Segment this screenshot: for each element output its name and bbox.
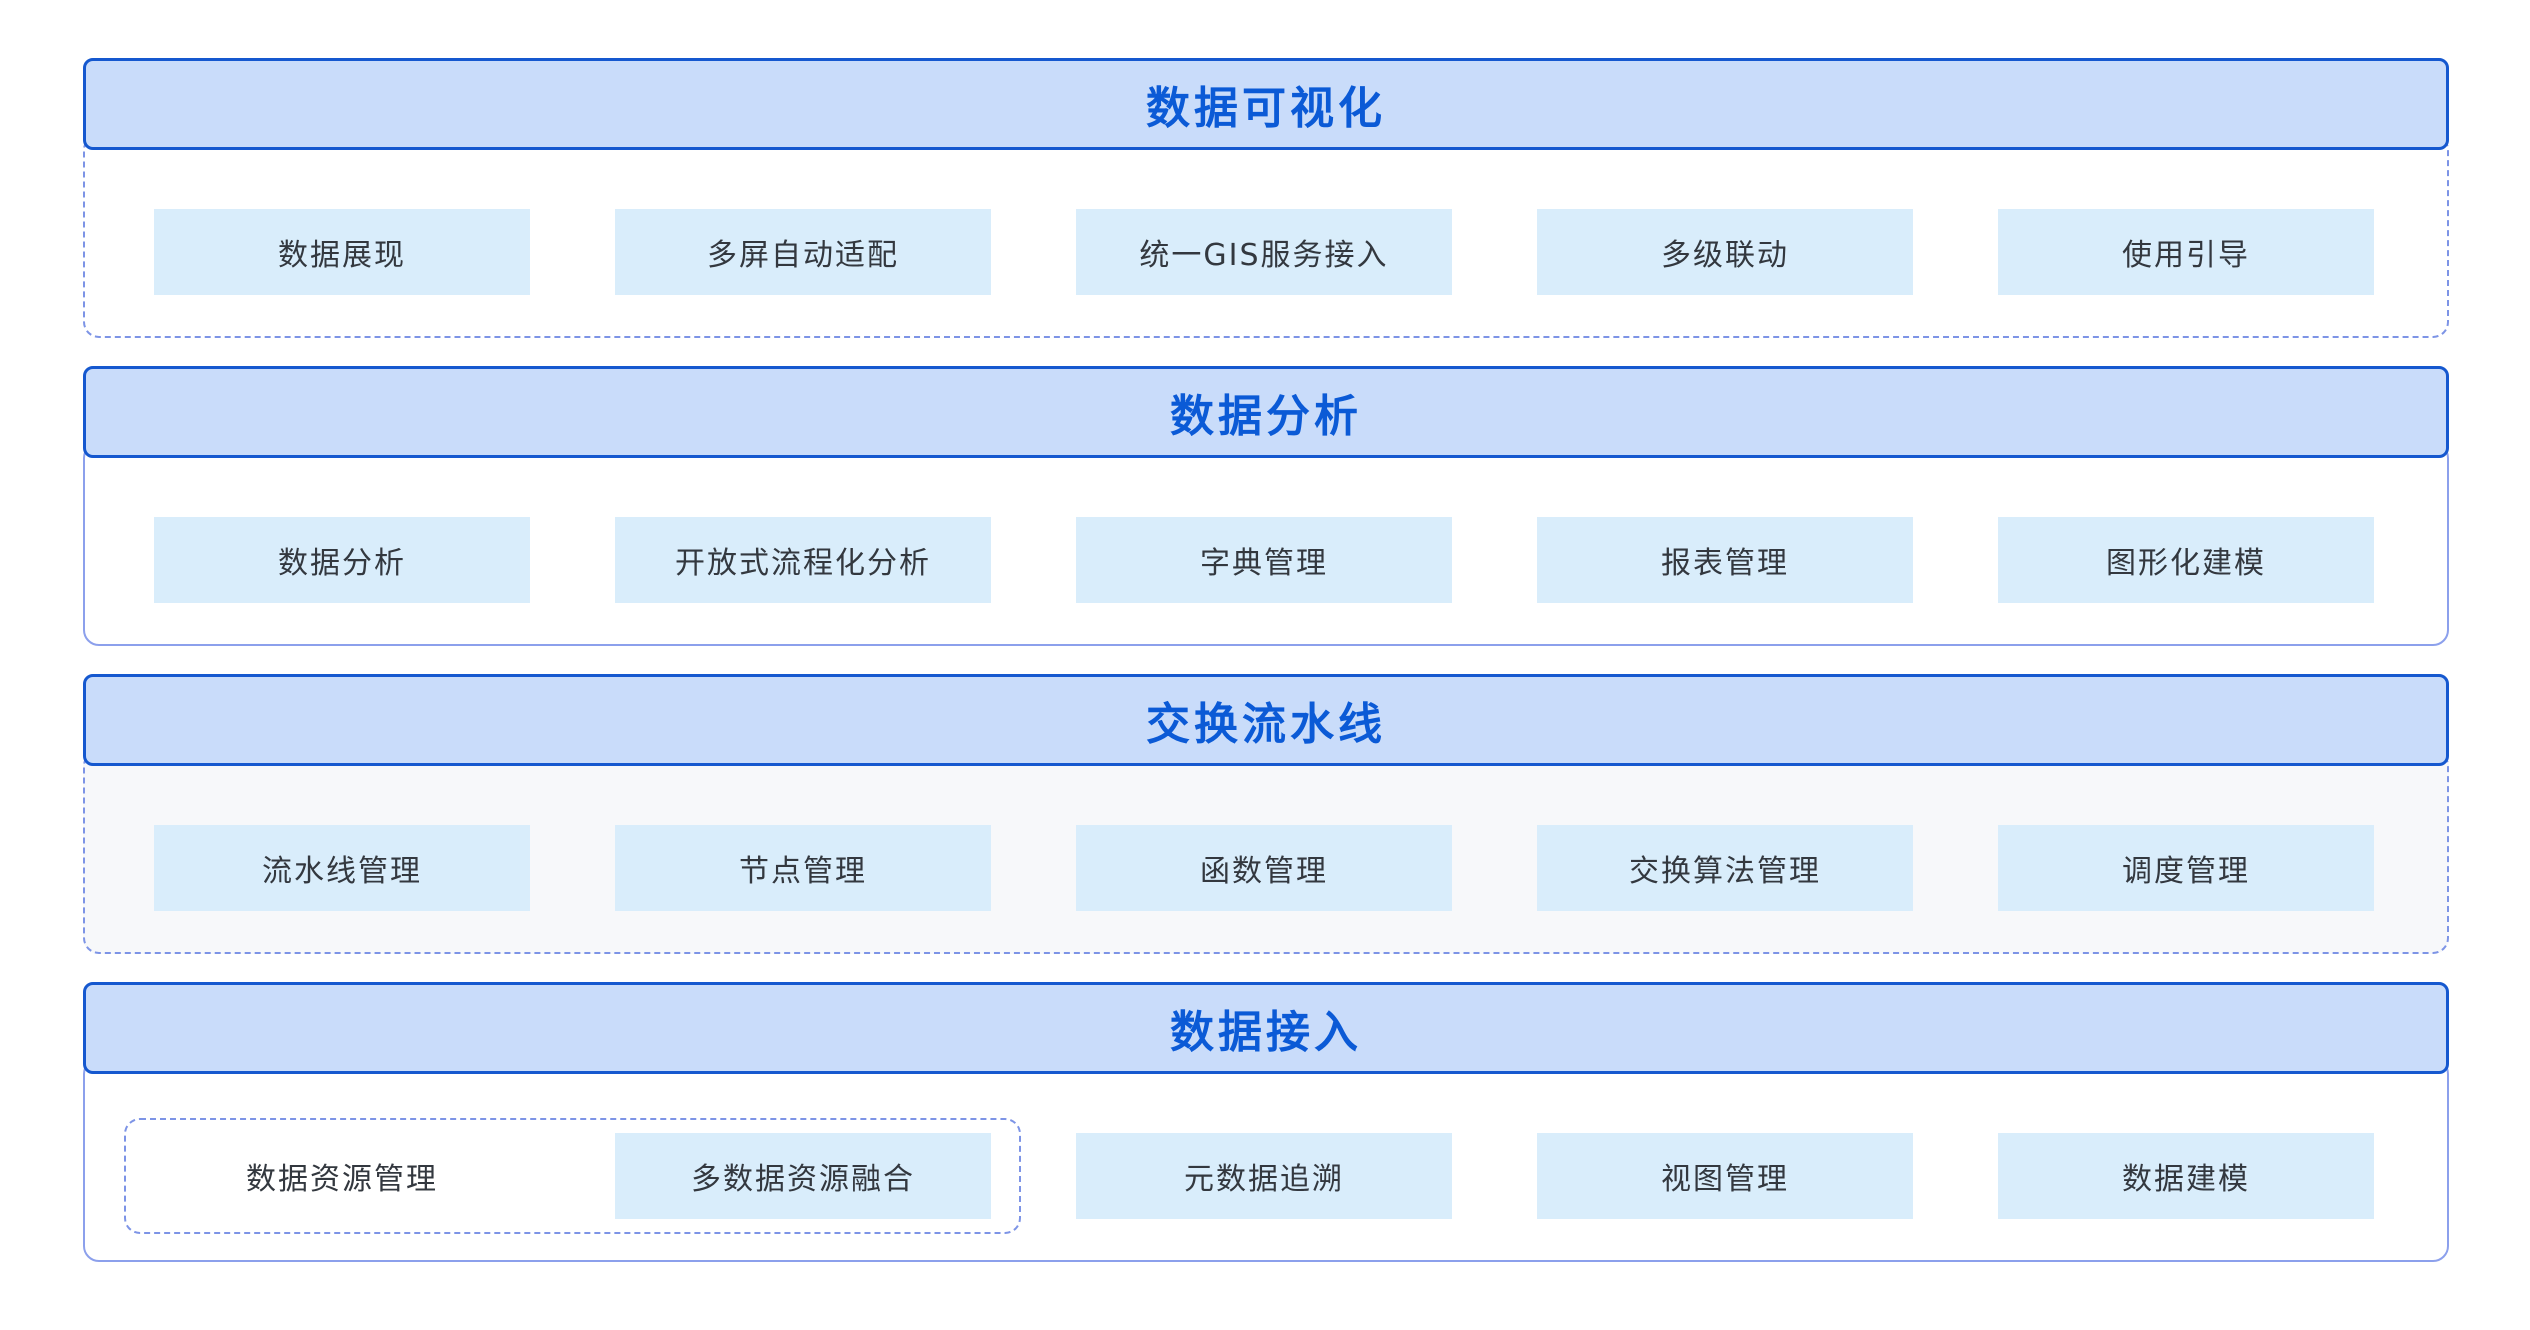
module-card-node-management: 节点管理 (615, 825, 991, 911)
module-card-report-management: 报表管理 (1537, 517, 1913, 603)
module-card-data-display: 数据展现 (154, 209, 530, 295)
section-data-access: 数据接入 数据资源管理 多数据资源融合 元数据追溯 视图管理 数据建模 (83, 982, 2449, 1262)
module-card-dictionary-management: 字典管理 (1076, 517, 1452, 603)
section-header-exchange-pipeline: 交换流水线 (83, 674, 2449, 766)
module-card-multiscreen-adapt: 多屏自动适配 (615, 209, 991, 295)
module-card-metadata-tracing: 元数据追溯 (1076, 1133, 1452, 1219)
section-data-analysis: 数据分析 数据分析 开放式流程化分析 字典管理 报表管理 图形化建模 (83, 366, 2449, 646)
section-title-data-access: 数据接入 (1170, 1007, 1362, 1058)
section-body-exchange-pipeline: 流水线管理 节点管理 函数管理 交换算法管理 调度管理 (83, 750, 2449, 954)
section-data-visualization: 数据可视化 数据展现 多屏自动适配 统一GIS服务接入 多级联动 使用引导 (83, 58, 2449, 338)
data-resource-group: 数据资源管理 多数据资源融合 (124, 1118, 1021, 1234)
section-title-data-analysis: 数据分析 (1170, 391, 1362, 442)
module-card-usage-guide: 使用引导 (1998, 209, 2374, 295)
section-header-data-visualization: 数据可视化 (83, 58, 2449, 150)
module-card-graphical-modeling: 图形化建模 (1998, 517, 2374, 603)
module-card-multi-source-fusion: 多数据资源融合 (615, 1133, 991, 1219)
module-card-multilevel-linkage: 多级联动 (1537, 209, 1913, 295)
module-card-open-workflow-analysis: 开放式流程化分析 (615, 517, 991, 603)
module-card-exchange-algorithm-management: 交换算法管理 (1537, 825, 1913, 911)
section-header-data-analysis: 数据分析 (83, 366, 2449, 458)
module-card-data-modeling: 数据建模 (1998, 1133, 2374, 1219)
module-card-function-management: 函数管理 (1076, 825, 1452, 911)
module-card-schedule-management: 调度管理 (1998, 825, 2374, 911)
module-card-pipeline-management: 流水线管理 (154, 825, 530, 911)
section-title-data-visualization: 数据可视化 (1146, 83, 1386, 134)
module-card-data-resource-management: 数据资源管理 (246, 1162, 438, 1197)
module-card-view-management: 视图管理 (1537, 1133, 1913, 1219)
section-body-data-visualization: 数据展现 多屏自动适配 统一GIS服务接入 多级联动 使用引导 (83, 134, 2449, 338)
section-title-exchange-pipeline: 交换流水线 (1146, 699, 1386, 750)
module-card-gis-service: 统一GIS服务接入 (1076, 209, 1452, 295)
module-card-data-analysis: 数据分析 (154, 517, 530, 603)
section-body-data-access: 数据资源管理 多数据资源融合 元数据追溯 视图管理 数据建模 (83, 1058, 2449, 1262)
architecture-diagram: 数据可视化 数据展现 多屏自动适配 统一GIS服务接入 多级联动 使用引导 数据… (83, 58, 2449, 1290)
section-exchange-pipeline: 交换流水线 流水线管理 节点管理 函数管理 交换算法管理 调度管理 (83, 674, 2449, 954)
section-header-data-access: 数据接入 (83, 982, 2449, 1074)
section-body-data-analysis: 数据分析 开放式流程化分析 字典管理 报表管理 图形化建模 (83, 442, 2449, 646)
